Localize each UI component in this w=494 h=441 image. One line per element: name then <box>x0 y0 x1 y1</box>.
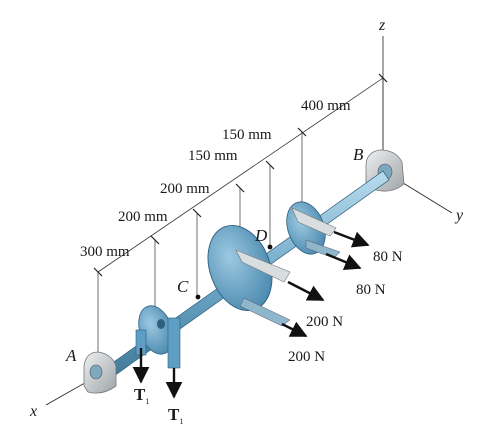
dimension-label-150-upper: 150 mm <box>222 127 272 143</box>
pulley-c <box>207 224 291 327</box>
tension-symbol-left: T <box>134 385 146 404</box>
point-label-a: A <box>65 346 77 365</box>
force-label-d-lower: 80 N <box>356 282 386 298</box>
force-arrows <box>132 230 370 399</box>
tension-symbol-right: T <box>168 405 180 424</box>
tension-subscript-right: 1 <box>179 417 183 426</box>
force-arrow-c-upper <box>287 280 325 302</box>
force-arrow-c-lower <box>281 321 308 338</box>
dimension-label-200-upper: 200 mm <box>160 181 210 197</box>
dimension-ticks <box>93 73 388 277</box>
dimension-label-200-lower: 200 mm <box>118 209 168 225</box>
force-arrow-d-lower <box>325 252 362 271</box>
point-c-dot <box>195 294 201 300</box>
point-label-c: C <box>177 277 189 296</box>
tension-label-left: T1 <box>134 385 149 406</box>
axis-label-y: y <box>454 207 464 224</box>
tension-label-right: T1 <box>168 405 183 426</box>
y-axis-line <box>394 177 453 214</box>
pulley-t1 <box>135 305 181 369</box>
axis-label-x: x <box>29 403 37 420</box>
point-label-b: B <box>353 145 364 164</box>
x-axis-line <box>45 379 91 406</box>
dimension-line <box>97 77 384 273</box>
force-label-c-upper: 200 N <box>306 314 343 330</box>
coordinate-axes <box>45 36 453 406</box>
point-d-dot <box>267 244 273 250</box>
force-label-c-lower: 200 N <box>288 349 325 365</box>
bearing-support-a <box>83 351 117 394</box>
point-label-d: D <box>254 226 268 245</box>
force-label-d-upper: 80 N <box>373 249 403 265</box>
pulley-d <box>286 201 341 259</box>
dimension-label-400: 400 mm <box>301 98 351 114</box>
dimension-label-150-lower: 150 mm <box>188 148 238 164</box>
tension-subscript-left: 1 <box>145 397 149 406</box>
dimension-label-300: 300 mm <box>80 244 130 260</box>
axis-label-z: z <box>378 17 386 34</box>
force-arrow-d-upper <box>333 230 370 248</box>
